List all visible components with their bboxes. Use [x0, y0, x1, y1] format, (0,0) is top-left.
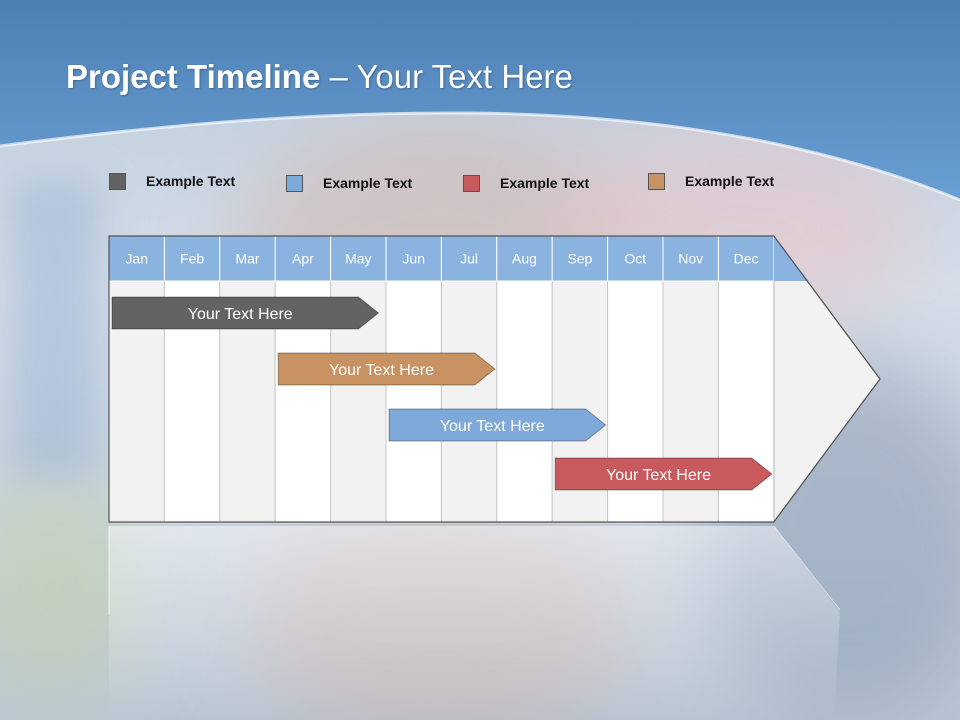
- timeline-reflection: [108, 525, 841, 720]
- task-label: Your Text Here: [329, 362, 434, 379]
- legend-label: Example Text: [685, 173, 775, 189]
- task-bar: Your Text Here: [111, 296, 380, 330]
- task-label: Your Text Here: [606, 467, 711, 484]
- legend-label: Example Text: [146, 173, 236, 189]
- month-label: Aug: [512, 251, 537, 267]
- background-photo-building: [10, 180, 100, 480]
- month-header-cell: [219, 235, 276, 282]
- month-label: Oct: [624, 251, 646, 267]
- legend-item-orange: Example Text: [648, 171, 774, 191]
- month-label: Nov: [678, 251, 703, 267]
- legend-label: Example Text: [500, 175, 590, 191]
- header-band: [0, 0, 960, 202]
- month-header-cell: [662, 235, 719, 282]
- month-column: [385, 280, 442, 523]
- task-bar: Your Text Here: [277, 352, 496, 386]
- month-header: Jan Feb Mar Apr May Jun Jul Aug Sep Oct Nov Dec: [108, 235, 809, 282]
- legend-label: Example Text: [323, 175, 413, 191]
- legend-swatch-gray: [109, 172, 126, 190]
- month-label: Dec: [734, 251, 759, 267]
- header-band-shape: [0, 0, 960, 200]
- month-label: Jun: [402, 251, 425, 267]
- month-label: Feb: [180, 251, 204, 267]
- month-column: [496, 280, 553, 523]
- slide-title-strong: Project Timeline: [66, 58, 321, 95]
- month-header-cell: [440, 235, 498, 282]
- month-label: Jul: [460, 251, 478, 267]
- task-label: Your Text Here: [188, 306, 293, 323]
- month-header-cell: [274, 235, 332, 282]
- slide-title: Project Timeline – Your Text Here: [66, 58, 573, 96]
- timeline-outline: [108, 235, 881, 523]
- timeline-border: [108, 235, 881, 523]
- month-label: Sep: [567, 251, 592, 267]
- legend-swatch-orange: [648, 172, 665, 190]
- month-label: Apr: [292, 251, 314, 267]
- header-band-highlight: [0, 111, 960, 202]
- month-header-cell: [330, 235, 387, 282]
- month-label: May: [345, 251, 371, 267]
- reflection-edge: [773, 525, 841, 611]
- task-arrow: [554, 457, 773, 491]
- month-header-cell: [717, 235, 775, 282]
- month-label: Jan: [125, 251, 148, 267]
- task-arrow: [277, 352, 496, 386]
- legend-item-blue: Example Text: [286, 173, 412, 193]
- legend-item-red: Example Text: [463, 173, 589, 193]
- reflection-shape: [109, 526, 840, 720]
- task-arrow: [388, 408, 607, 442]
- legend-item-gray: Example Text: [109, 171, 235, 191]
- month-column: [440, 280, 498, 523]
- task-bar: Your Text Here: [388, 408, 607, 442]
- slide-title-rest: – Your Text Here: [320, 58, 573, 95]
- task-label: Your Text Here: [440, 418, 545, 435]
- task-bar: Your Text Here: [554, 457, 773, 491]
- month-header-cell: [108, 235, 165, 282]
- month-label: Mar: [235, 251, 259, 267]
- legend-swatch-red: [463, 174, 480, 192]
- month-header-cell: [163, 235, 221, 282]
- task-arrow: [111, 296, 380, 330]
- legend-swatch-blue: [286, 174, 303, 192]
